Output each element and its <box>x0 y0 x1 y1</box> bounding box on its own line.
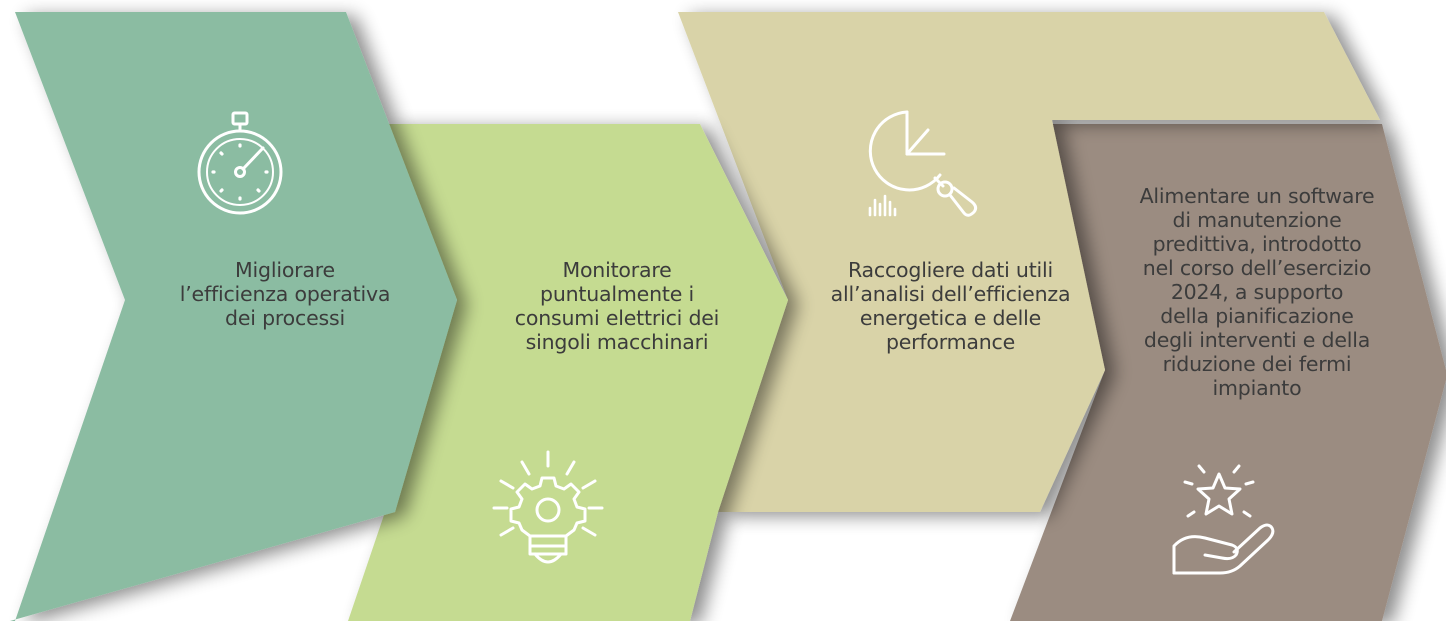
step-2-line: puntualmente i <box>540 282 694 306</box>
step-3-line: Raccogliere dati utili <box>847 258 1054 282</box>
step-4-line: di manutenzione <box>1172 208 1342 232</box>
chart-magnifier-icon <box>868 110 978 217</box>
step-4-line: della pianificazione <box>1160 304 1354 328</box>
step-4-line: impianto <box>1212 376 1302 400</box>
step-1-line: l’efficienza operativa <box>179 282 391 306</box>
lightbulb-gear-icon <box>492 450 604 564</box>
star-hand-icon <box>1172 464 1275 575</box>
step-2-line: Monitorare <box>562 258 672 282</box>
step-2-line: singoli macchinari <box>525 330 709 354</box>
step-3-line: all’analisi dell’efficienza <box>830 282 1071 306</box>
chevron-step-4 <box>1010 124 1446 621</box>
step-4-line: nel corso dell’esercizio <box>1142 256 1372 280</box>
step-3-line: energetica e delle <box>859 306 1042 330</box>
step-1-line: Migliorare <box>235 258 335 282</box>
chevron-step-3 <box>678 12 1380 512</box>
step-4-line: 2024, a supporto <box>1170 280 1344 304</box>
step-4-line: degli interventi e della <box>1143 328 1371 352</box>
step-2-line: consumi elettrici dei <box>514 306 720 330</box>
step-1-line: dei processi <box>225 306 345 330</box>
chevron-step-2 <box>348 124 788 621</box>
chevron-step-1 <box>10 12 457 621</box>
stopwatch-icon <box>197 111 283 215</box>
step-4-line: riduzione dei fermi <box>1162 352 1352 376</box>
step-4-line: predittiva, introdotto <box>1152 232 1362 256</box>
step-3-line: performance <box>885 330 1016 354</box>
step-4-line: Alimentare un software <box>1139 184 1375 208</box>
